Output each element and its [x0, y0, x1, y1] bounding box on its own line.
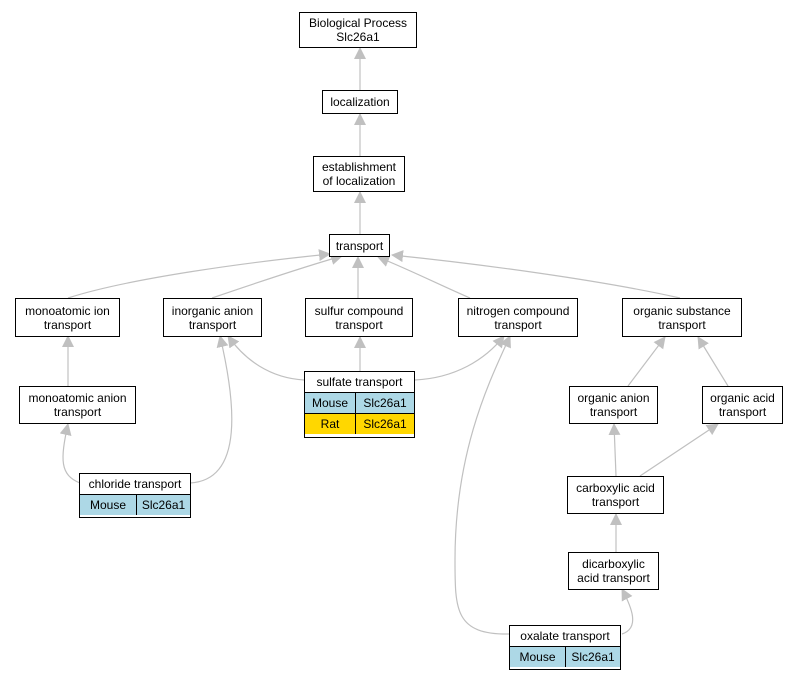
edge-organic-acid-to-organic-substance — [697, 336, 729, 387]
species-label: Mouse — [305, 393, 356, 413]
node-oxalate-transport[interactable]: oxalate transport Mouse Slc26a1 — [509, 625, 621, 670]
gene-symbol: Slc26a1 — [566, 647, 620, 667]
edge-monoatomic-ion-to-transport — [67, 249, 331, 299]
species-label: Mouse — [510, 647, 566, 667]
edge-oxalate-to-dicarboxylic — [621, 588, 634, 635]
edge-chloride-to-inorganic-anion — [189, 335, 233, 484]
node-monoatomic-ion-transport[interactable]: monoatomic ion transport — [15, 298, 120, 337]
edge-organic-substance-to-transport — [391, 250, 681, 299]
node-title: chloride transport — [80, 474, 190, 495]
edge-oxalate-to-nitrogen-compound — [454, 335, 511, 635]
species-label: Mouse — [80, 495, 137, 515]
node-title: oxalate transport — [510, 626, 620, 647]
gene-symbol: Slc26a1 — [356, 393, 414, 413]
node-dicarboxylic-acid-transport[interactable]: dicarboxylic acid transport — [568, 552, 659, 590]
node-nitrogen-compound-transport[interactable]: nitrogen compound transport — [458, 298, 578, 337]
node-organic-substance-transport[interactable]: organic substance transport — [622, 298, 742, 337]
gene-row-mouse: Mouse Slc26a1 — [510, 647, 620, 667]
gene-row-mouse: Mouse Slc26a1 — [305, 393, 414, 413]
edge-chloride-to-monoatomic-anion — [59, 423, 81, 484]
node-sulfate-transport[interactable]: sulfate transport Mouse Slc26a1 Rat Slc2… — [304, 371, 415, 438]
edge-organic-anion-to-organic-substance — [627, 336, 666, 387]
gene-symbol: Slc26a1 — [137, 495, 190, 515]
gene-row-rat: Rat Slc26a1 — [305, 413, 414, 434]
node-carboxylic-acid-transport[interactable]: carboxylic acid transport — [567, 476, 664, 514]
node-organic-anion-transport[interactable]: organic anion transport — [569, 386, 658, 424]
node-title: sulfate transport — [305, 372, 414, 393]
node-biological-process[interactable]: Biological Process Slc26a1 — [299, 12, 417, 48]
node-inorganic-anion-transport[interactable]: inorganic anion transport — [163, 298, 262, 337]
node-localization[interactable]: localization — [322, 90, 398, 114]
species-label: Rat — [305, 414, 356, 434]
edge-carboxylic-to-organic-acid — [639, 423, 719, 477]
edge-inorganic-anion-to-transport — [211, 253, 343, 299]
node-transport[interactable]: transport — [329, 234, 390, 257]
edge-sulfate-to-nitrogen-compound — [414, 335, 505, 381]
edge-nitrogen-compound-to-transport — [377, 255, 471, 299]
node-organic-acid-transport[interactable]: organic acid transport — [702, 386, 783, 424]
gene-symbol: Slc26a1 — [356, 414, 414, 434]
edge-sulfate-to-inorganic-anion — [227, 335, 305, 381]
edge-carboxylic-to-organic-anion — [608, 423, 621, 477]
node-chloride-transport[interactable]: chloride transport Mouse Slc26a1 — [79, 473, 191, 518]
node-establishment-of-localization[interactable]: establishment of localization — [313, 156, 405, 192]
node-sulfur-compound-transport[interactable]: sulfur compound transport — [305, 298, 413, 337]
gene-row-mouse: Mouse Slc26a1 — [80, 495, 190, 515]
node-monoatomic-anion-transport[interactable]: monoatomic anion transport — [19, 386, 136, 424]
